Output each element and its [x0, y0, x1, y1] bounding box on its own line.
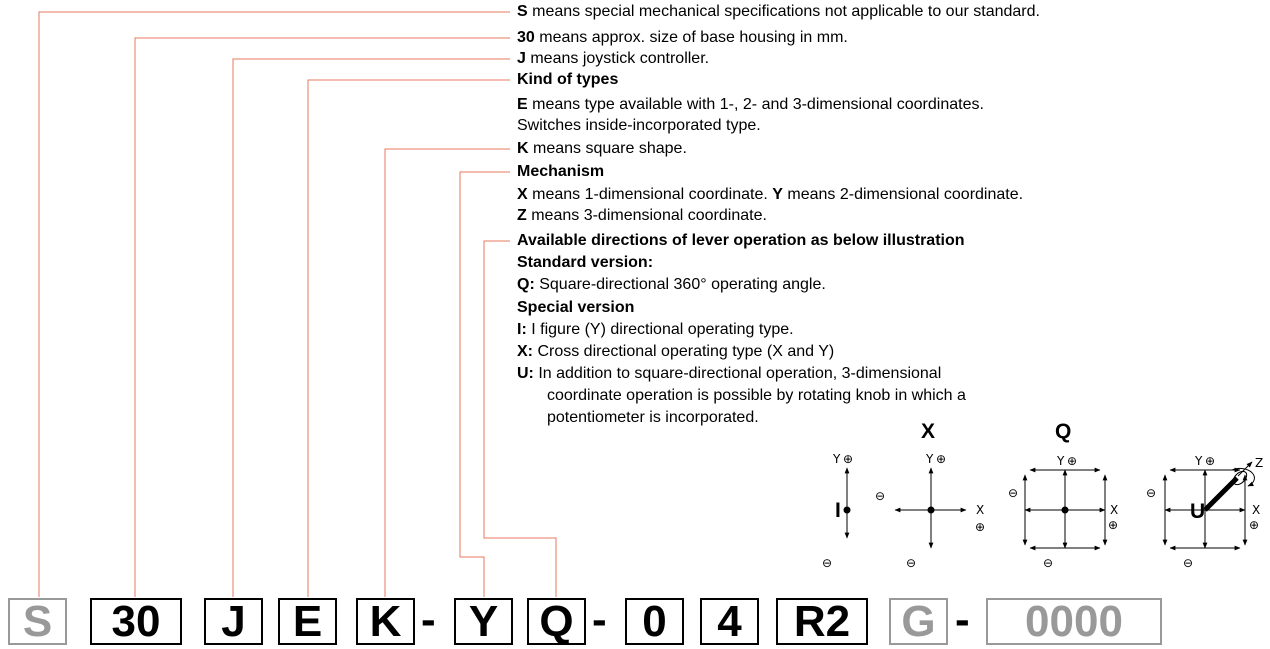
illustration-x: Y ⊕ ⊖ X ⊕ ⊖	[875, 452, 985, 570]
leader-k	[384, 148, 510, 597]
u-plus-right: ⊕	[1249, 518, 1259, 532]
code-box-j: J	[204, 598, 263, 645]
desc-i: I: I figure (Y) directional operating ty…	[517, 321, 794, 338]
kind-heading: Kind of types	[517, 71, 619, 88]
desc-mechanism-z: Z means 3-dimensional coordinate.	[517, 207, 767, 224]
illustration-q: Y ⊕ ⊖ X ⊕ ⊖	[1008, 454, 1118, 570]
code-box-y: Y	[454, 598, 513, 645]
leader-q	[483, 240, 557, 597]
desc-e: E means type available with 1-, 2- and 3…	[517, 96, 984, 113]
u-label: U	[1190, 500, 1205, 523]
code-box-e: E	[278, 598, 337, 645]
code-box-30: 30	[90, 598, 182, 645]
code-box-k: K	[356, 598, 415, 645]
code-dash-3: -	[955, 595, 970, 644]
desc-mechanism-xy: X means 1-dimensional coordinate. Y mean…	[517, 186, 1024, 203]
x-minus-bottom: ⊖	[906, 556, 916, 570]
i-plus-label: ⊕	[843, 452, 853, 466]
desc-k: K means square shape.	[517, 140, 687, 157]
u-y-label: Y	[1194, 454, 1203, 468]
desc-q: Q: Square-directional 360° operating ang…	[517, 276, 826, 293]
leader-y	[459, 171, 510, 597]
leader-j	[232, 58, 510, 597]
directions-heading: Available directions of lever operation …	[517, 232, 965, 249]
x-plus-top: ⊕	[936, 452, 946, 466]
u-x-label: X	[1252, 503, 1260, 517]
u-minus-bottom: ⊖	[1183, 556, 1193, 570]
illustration-q-title: Q	[1055, 420, 1072, 443]
q-minus-left: ⊖	[1008, 486, 1018, 500]
mechanism-heading: Mechanism	[517, 163, 605, 180]
i-label: I	[835, 499, 841, 522]
q-plus-right: ⊕	[1108, 518, 1118, 532]
leader-e	[307, 79, 510, 597]
illustration-x-title: X	[921, 420, 936, 443]
x-y-label: Y	[925, 452, 934, 466]
desc-j: J means joystick controller.	[517, 50, 710, 67]
x-x-label: X	[976, 503, 984, 517]
code-box-4: 4	[700, 598, 759, 645]
desc-s: S means special mechanical specification…	[517, 3, 1040, 20]
leader-30	[134, 37, 510, 597]
desc-x: X: Cross directional operating type (X a…	[517, 343, 835, 360]
code-box-q: Q	[527, 598, 586, 645]
u-minus-left: ⊖	[1146, 486, 1156, 500]
u-plus-top: ⊕	[1205, 454, 1215, 468]
u-z-label: Z	[1255, 456, 1263, 470]
code-dash-1: -	[421, 595, 436, 644]
desc-u-line3: potentiometer is incorporated.	[547, 409, 759, 426]
q-minus-bottom: ⊖	[1043, 556, 1053, 570]
desc-u-line2: coordinate operation is possible by rota…	[547, 387, 966, 404]
x-minus-left: ⊖	[875, 489, 885, 503]
special-heading: Special version	[517, 299, 635, 316]
q-plus-top: ⊕	[1067, 454, 1077, 468]
code-box-g: G	[889, 598, 948, 645]
x-plus-right: ⊕	[975, 520, 985, 534]
illustration-i: Y ⊕ I ⊖	[822, 452, 853, 570]
desc-size: 30 means approx. size of base housing in…	[517, 29, 848, 46]
i-y-label: Y	[832, 452, 841, 466]
q-y-label: Y	[1056, 454, 1065, 468]
illustration-u: Y ⊕ Z ⊖ U X ⊕ ⊖	[1146, 454, 1263, 570]
leader-s	[38, 11, 510, 597]
desc-u: U: In addition to square-directional ope…	[517, 365, 942, 382]
q-x-label: X	[1110, 503, 1118, 517]
code-dash-2: -	[592, 595, 607, 644]
i-minus-label: ⊖	[822, 556, 832, 570]
code-box-s: S	[8, 598, 67, 645]
code-box-0: 0	[625, 598, 684, 645]
standard-heading: Standard version:	[517, 254, 654, 271]
code-box-r2: R2	[776, 598, 868, 645]
desc-e-line2: Switches inside-incorporated type.	[517, 117, 761, 134]
code-box-0000: 0000	[986, 598, 1162, 645]
